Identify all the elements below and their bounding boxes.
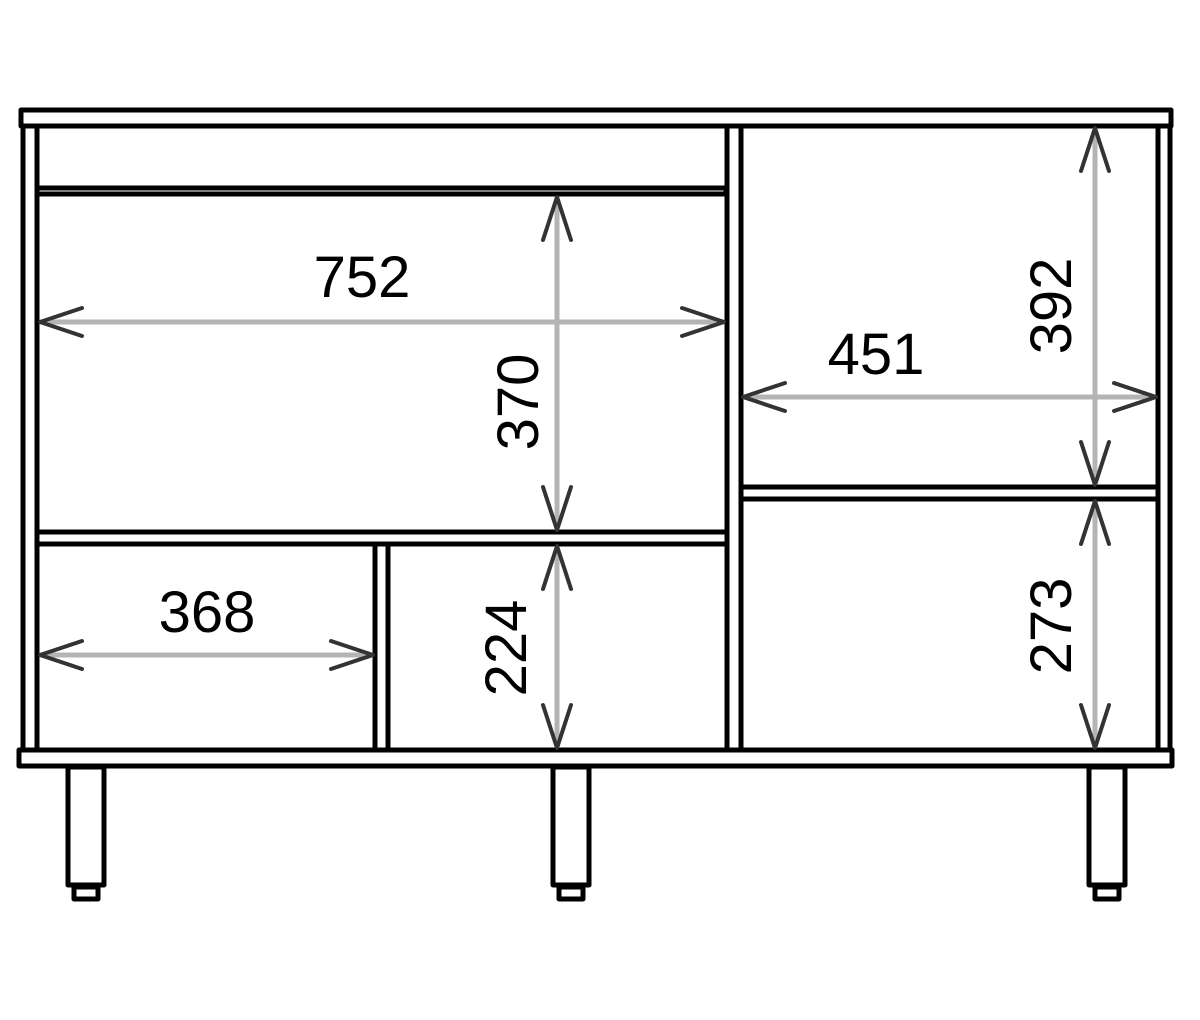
- top-left-rail: [34, 185, 729, 197]
- top-board: [18, 107, 1174, 129]
- label-368: 368: [159, 580, 256, 645]
- label-273: 273: [1019, 578, 1084, 675]
- leg-middle: [550, 764, 592, 902]
- leg-right: [1086, 764, 1128, 902]
- dim-370-line: [541, 195, 573, 532]
- legs: [65, 764, 1128, 902]
- dimension-labels: 752 370 451 392 368 224 273: [159, 245, 1084, 696]
- dim-451-line: [741, 381, 1158, 413]
- leg-left: [65, 764, 107, 902]
- label-392: 392: [1019, 258, 1084, 355]
- right-side-panel: [1155, 123, 1173, 753]
- dim-392-line: [1079, 126, 1111, 487]
- center-divider: [724, 123, 744, 753]
- label-224: 224: [474, 600, 539, 697]
- dim-273-line: [1079, 499, 1111, 750]
- label-370: 370: [486, 354, 551, 451]
- left-side-panel: [20, 123, 40, 753]
- label-451: 451: [828, 322, 925, 387]
- right-shelf: [738, 484, 1161, 502]
- bottom-board: [16, 747, 1175, 769]
- dimension-lines: [38, 126, 1158, 750]
- dim-368-line: [38, 639, 375, 671]
- dim-752-line: [38, 306, 726, 338]
- small-divider: [372, 541, 391, 753]
- cabinet: [16, 107, 1175, 769]
- label-752: 752: [314, 245, 411, 310]
- dim-224-line: [541, 544, 573, 750]
